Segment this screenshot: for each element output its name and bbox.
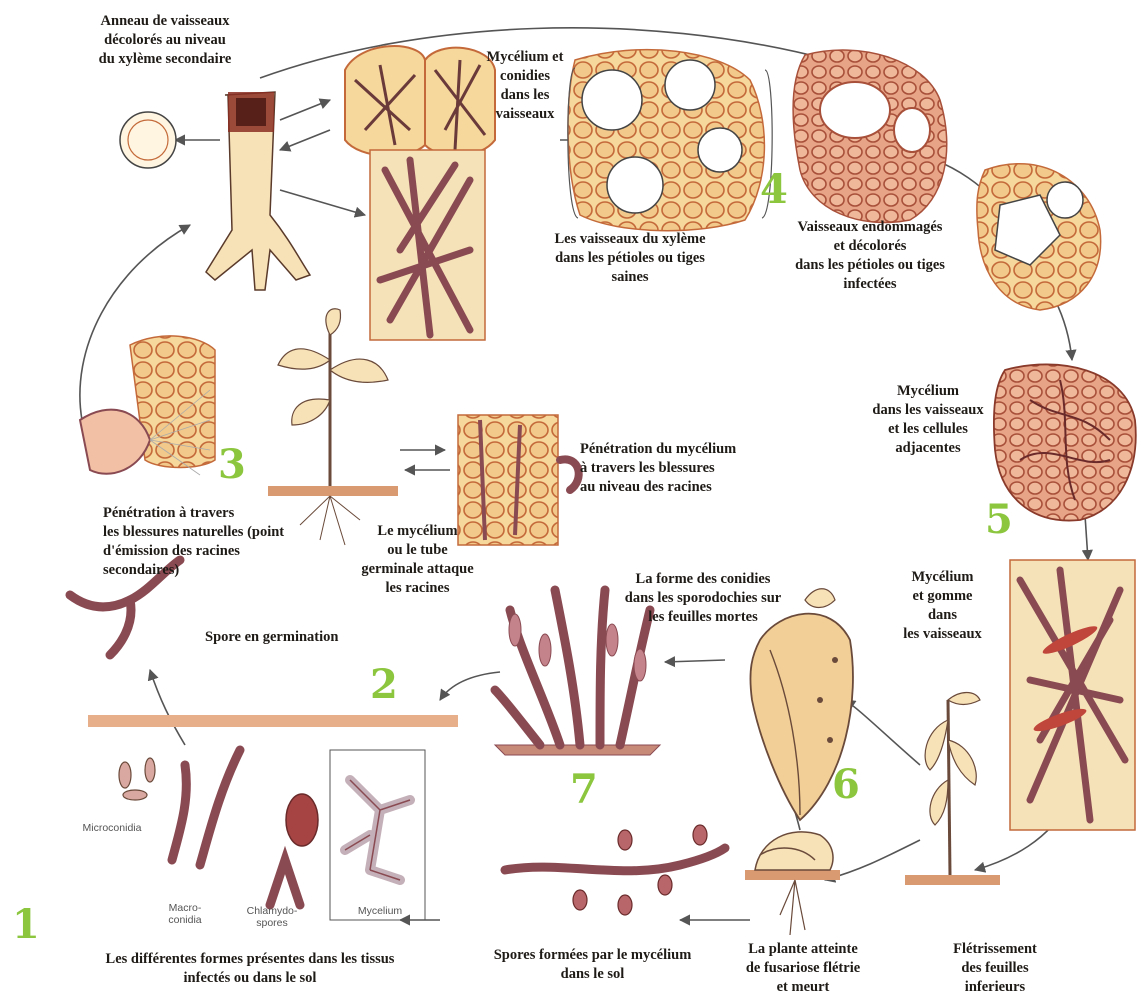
dead-plant bbox=[745, 832, 840, 935]
label-macroconidia: Macro- conidia bbox=[150, 902, 220, 926]
arrow-vessel-to-root bbox=[280, 130, 330, 150]
label-germinating-spore: Spore en germination bbox=[205, 628, 405, 647]
arrow-root-to-vessel bbox=[280, 100, 330, 120]
chlamydospore-cluster bbox=[270, 794, 318, 905]
infected-root-stem bbox=[206, 92, 310, 290]
arrow-root-to-hyphae bbox=[280, 190, 365, 215]
mycelium-cells-section bbox=[994, 364, 1136, 520]
label-stage-2-conidia: La forme des conidies dans les sporodoch… bbox=[598, 570, 808, 627]
fungal-forms bbox=[119, 750, 425, 920]
stage-number-2: 2 bbox=[370, 665, 398, 705]
arrow-sporodochia-to-soil bbox=[440, 672, 500, 700]
label-chlamydospores: Chlamydo- spores bbox=[232, 905, 312, 929]
label-vessel-ring: Anneau de vaisseaux décolorés au niveau … bbox=[55, 12, 275, 69]
damaged-xylem-section bbox=[793, 50, 947, 223]
label-stage-3-penetration: Pénétration à travers les blessures natu… bbox=[103, 504, 353, 580]
label-microconidia: Microconidia bbox=[72, 822, 152, 834]
spores-in-soil bbox=[505, 825, 725, 915]
soil-surface bbox=[88, 715, 458, 727]
label-stage-5-mycelium-cells: Mycélium dans les vaisseaux et les cellu… bbox=[848, 382, 1008, 458]
healthy-xylem-section bbox=[568, 50, 772, 231]
stem-cross-section bbox=[120, 112, 176, 168]
arrow-to-gum bbox=[1085, 515, 1088, 560]
label-root-penetration: Pénétration du mycélium à travers les bl… bbox=[580, 440, 810, 497]
stage-number-7: 7 bbox=[570, 770, 598, 810]
label-stage-4-damaged-vessels: Vaisseaux endommagés et décolorés dans l… bbox=[770, 218, 970, 294]
label-stage-6-plant-dies: La plante atteinte de fusariose flétrie … bbox=[728, 940, 878, 997]
stage-number-5: 5 bbox=[985, 500, 1013, 540]
stage-number-4: 4 bbox=[760, 170, 788, 210]
arrow-to-mycelium-cells bbox=[1055, 300, 1072, 360]
stage-number-6: 6 bbox=[832, 765, 860, 805]
infected-xylem-section bbox=[977, 164, 1101, 310]
wilting-plant bbox=[905, 693, 1000, 886]
hyphae-vessel-strip bbox=[370, 150, 485, 340]
label-mycelium-gum: Mycélium et gomme dans les vaisseaux bbox=[875, 568, 1010, 644]
label-stage-1-forms: Les différentes formes présentes dans le… bbox=[50, 950, 450, 988]
root-tissue-penetration bbox=[80, 336, 215, 475]
label-germ-tube-attack: Le mycélium ou le tube germinale attaque… bbox=[350, 522, 485, 598]
mycelium-gum-vessels bbox=[1010, 560, 1135, 830]
label-mycelium-form: Mycelium bbox=[340, 905, 420, 917]
arrow-wilt-to-leaf bbox=[845, 700, 920, 765]
arrow-forms-to-germination bbox=[150, 670, 185, 745]
label-healthy-xylem: Les vaisseaux du xylème dans les pétiole… bbox=[530, 230, 730, 287]
stage-number-3: 3 bbox=[218, 445, 246, 485]
label-mycelium-conidia-vessels: Mycélium et conidies dans les vaisseaux bbox=[470, 48, 580, 124]
arrow-leaf-to-sporodochia bbox=[665, 660, 725, 662]
label-stage-7-spores-soil: Spores formées par le mycélium dans le s… bbox=[460, 946, 725, 984]
label-lower-leaf-wilting: Flétrissement des feuilles inferieurs bbox=[925, 940, 1065, 997]
stage-number-1: 1 bbox=[12, 905, 40, 945]
